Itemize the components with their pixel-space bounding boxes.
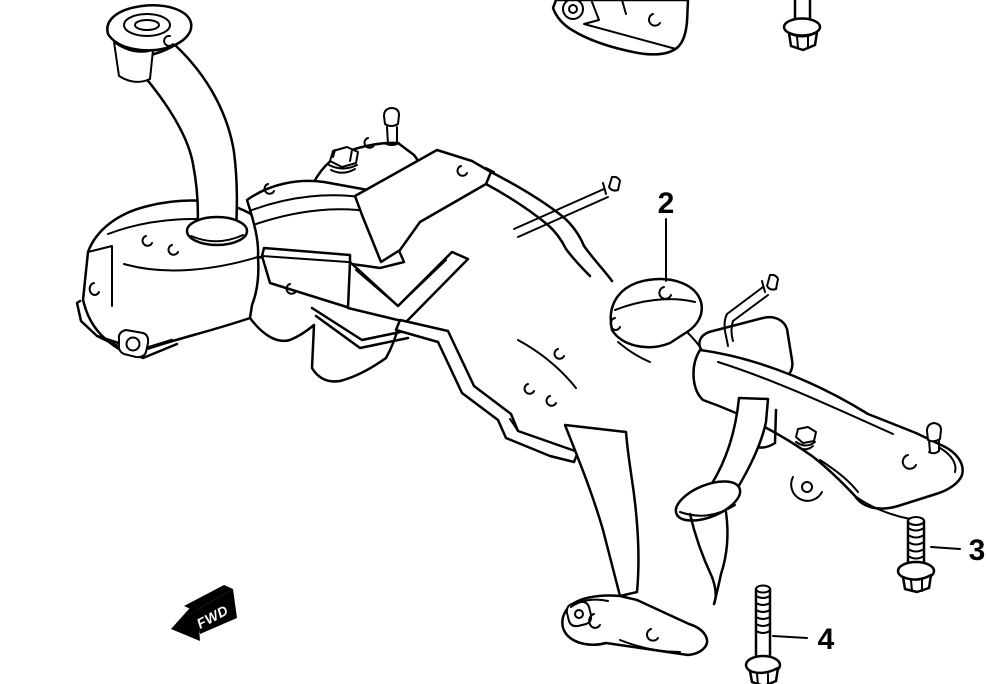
bolt-top — [782, 0, 822, 52]
rear-mount-pipe — [674, 396, 778, 606]
callout-2[interactable]: 2 — [658, 187, 675, 282]
callout-4[interactable]: 4 — [772, 623, 835, 656]
fwd-arrow: FWD — [171, 585, 237, 641]
arm-nut — [790, 426, 823, 502]
callout-label-3[interactable]: 3 — [969, 534, 986, 567]
leader-line-3 — [930, 546, 961, 550]
leg-foot-bracket — [561, 423, 709, 657]
right-top-rail — [484, 170, 614, 389]
center-cross-brace — [260, 246, 470, 350]
pipe-assembly — [106, 4, 249, 247]
right-arm — [692, 348, 964, 520]
rear-mount-ear — [609, 277, 704, 363]
center-bracket-wing — [245, 148, 495, 270]
bolt-3 — [896, 516, 936, 594]
stay-rods — [513, 175, 779, 347]
callout-3[interactable]: 3 — [930, 534, 986, 567]
upper-bracket — [551, 0, 690, 56]
arm-stud — [926, 422, 942, 443]
bolt-4 — [744, 584, 782, 684]
leader-line-4 — [772, 635, 808, 639]
callout-label-2[interactable]: 2 — [658, 187, 675, 220]
front-lower-rail — [394, 318, 580, 464]
hole-marks — [141, 137, 565, 407]
callout-label-4[interactable]: 4 — [818, 623, 835, 656]
stud-cap — [383, 107, 400, 127]
